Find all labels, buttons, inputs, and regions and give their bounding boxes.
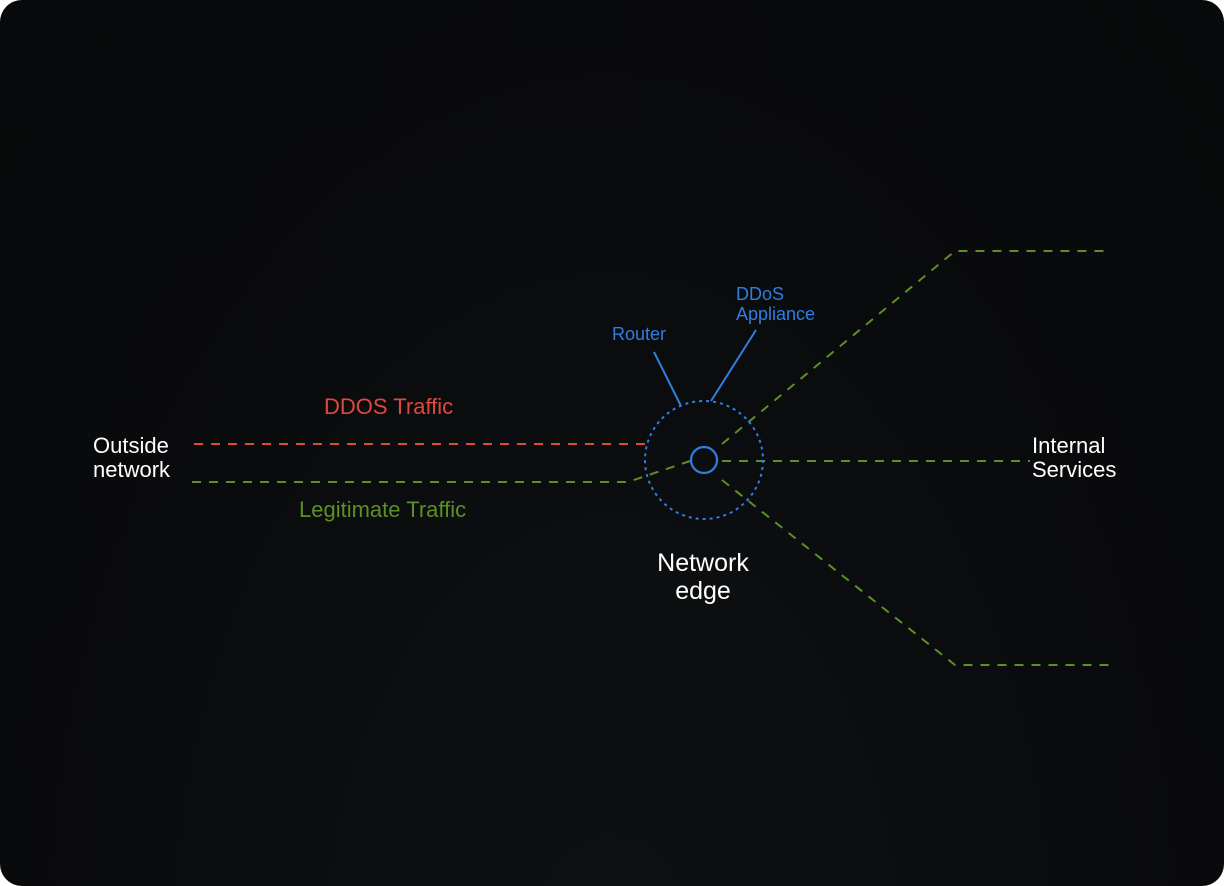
ddos-appliance-label-line2: Appliance (736, 304, 816, 324)
ddos-appliance-label-line1: DDoS (736, 284, 785, 304)
ddos-appliance-node (689, 445, 719, 475)
ddos-appliance-label: DDoS Appliance (736, 284, 815, 324)
internal-branch-bottom (721, 479, 1110, 666)
internal-branch-top (721, 250, 1110, 445)
internal-services-label-line1: Internal (1032, 433, 1106, 458)
internal-services-label-line2: Services (1032, 457, 1117, 482)
internal-services-label: Internal Services (1032, 434, 1116, 482)
router-leader-line (653, 351, 682, 407)
appliance-leader-line (710, 329, 757, 402)
legitimate-traffic-label: Legitimate Traffic (299, 497, 467, 522)
outside-network-label-line2: network (93, 457, 171, 482)
network-edge-label: Network edge (622, 549, 784, 605)
ddos-traffic-label: DDOS Traffic (324, 394, 454, 419)
network-edge-circle (644, 400, 764, 520)
router-label: Router (612, 324, 667, 344)
outside-network-label-line1: Outside (93, 433, 169, 458)
network-edge-label-line2: edge (675, 577, 731, 605)
outside-network-label: Outside network (93, 434, 170, 482)
legitimate-traffic-line (192, 460, 691, 483)
network-edge-label-line1: Network (657, 549, 749, 577)
